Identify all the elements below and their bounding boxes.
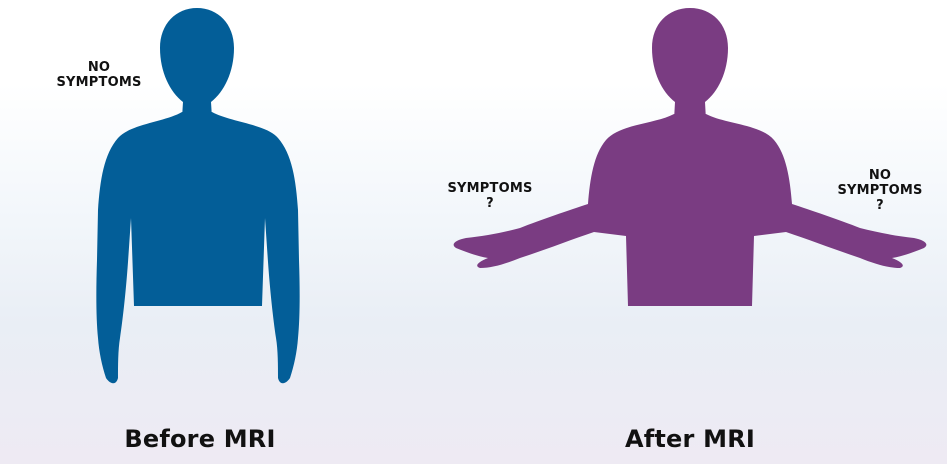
after-left-label-line2: ? <box>435 196 545 211</box>
before-label-line1: NO <box>44 60 154 75</box>
after-right-label-line3: ? <box>823 198 937 213</box>
before-mri-caption: Before MRI <box>100 425 300 453</box>
before-label-line2: SYMPTOMS <box>44 75 154 90</box>
after-head <box>652 8 728 120</box>
after-right-label-line1: NO <box>823 168 937 183</box>
after-left-label-line1: SYMPTOMS <box>435 181 545 196</box>
after-no-symptoms-question-label: NO SYMPTOMS ? <box>823 168 937 213</box>
after-right-label-line2: SYMPTOMS <box>823 183 937 198</box>
after-symptoms-question-label: SYMPTOMS ? <box>435 181 545 211</box>
after-mri-caption: After MRI <box>590 425 790 453</box>
before-head <box>160 8 234 118</box>
before-no-symptoms-label: NO SYMPTOMS <box>44 60 154 90</box>
after-body-silhouette <box>454 8 927 306</box>
before-torso-arms <box>96 112 299 383</box>
